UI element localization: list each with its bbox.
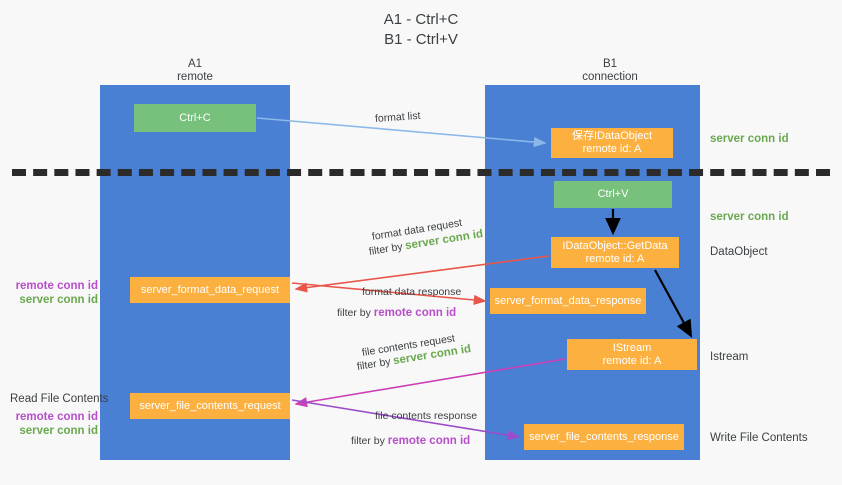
label-server-conn-id: server conn id <box>19 294 98 306</box>
label-read-file-contents: Read File Contents <box>10 393 109 405</box>
filter-by-text: filter by <box>356 355 392 373</box>
label-dataobject: DataObject <box>710 246 768 258</box>
label-server-conn-id-mid: server conn id <box>710 211 789 223</box>
edge-label-file-contents-response-filter: filter by remote conn id <box>351 434 470 448</box>
column-header-b1: B1 connection <box>582 58 638 83</box>
label-remote-conn-id: remote conn id <box>15 280 98 292</box>
column-header-a1: A1 remote <box>177 58 213 83</box>
node-idataobject-getdata[interactable]: IDataObject::GetData remote id: A <box>551 237 679 268</box>
edge-label-file-contents-response: file contents response <box>375 410 478 422</box>
edge-label-format-data-response-filter: filter by remote conn id <box>337 306 456 320</box>
node-ctrl-v[interactable]: Ctrl+V <box>554 181 672 208</box>
node-save-idataobject[interactable]: 保存IDataObject remote id: A <box>551 128 673 158</box>
label-remote-conn-id: remote conn id <box>373 307 457 319</box>
filter-by-text: filter by <box>368 240 404 258</box>
node-ctrl-c[interactable]: Ctrl+C <box>134 104 256 132</box>
node-istream[interactable]: IStream remote id: A <box>567 339 697 370</box>
node-server-file-contents-response[interactable]: server_file_contents_response <box>524 424 684 450</box>
conn-id-key-bottom: remote conn id server conn id <box>8 410 98 438</box>
page-title: A1 - Ctrl+C B1 - Ctrl+V <box>383 11 459 48</box>
edge-label-format-data-response: format data response <box>362 286 462 298</box>
label-write-file-contents: Write File Contents <box>710 432 808 444</box>
label-remote-conn-id: remote conn id <box>15 411 98 423</box>
edge-label-format-list: format list <box>374 109 421 125</box>
node-server-format-data-request[interactable]: server_format_data_request <box>130 277 290 303</box>
label-istream: Istream <box>710 351 749 363</box>
label-remote-conn-id: remote conn id <box>387 435 471 447</box>
label-server-conn-id: server conn id <box>19 425 98 437</box>
phase-divider <box>12 169 830 176</box>
filter-by-text: filter by <box>351 435 385 447</box>
label-server-conn-id-top: server conn id <box>710 133 789 145</box>
node-server-format-data-response[interactable]: server_format_data_response <box>490 288 646 314</box>
filter-by-text: filter by <box>337 307 371 319</box>
conn-id-key-middle: remote conn id server conn id <box>8 279 98 307</box>
node-server-file-contents-request[interactable]: server_file_contents_request <box>130 393 290 419</box>
